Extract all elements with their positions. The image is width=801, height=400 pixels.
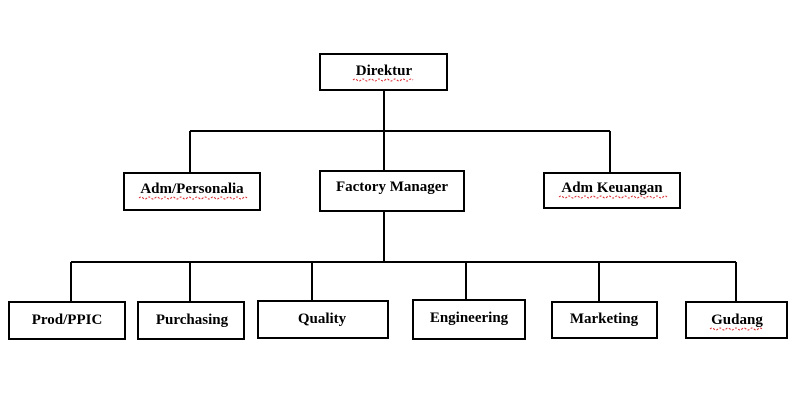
node-engineering: Engineering <box>412 299 526 340</box>
node-label: Purchasing <box>156 312 229 328</box>
node-direktur: Direktur <box>319 53 448 91</box>
spellcheck-underline <box>352 78 414 82</box>
node-label: Adm/Personalia <box>140 181 244 197</box>
node-label: Marketing <box>570 311 639 327</box>
spellcheck-underline <box>138 196 248 200</box>
node-adm-personalia: Adm/Personalia <box>123 172 261 211</box>
node-factory-manager: Factory Manager <box>319 170 465 212</box>
spellcheck-underline <box>558 195 668 199</box>
connector-lines <box>70 90 737 302</box>
node-quality: Quality <box>257 300 389 339</box>
node-label: Factory Manager <box>336 179 448 195</box>
node-purchasing: Purchasing <box>137 301 245 340</box>
spellcheck-underline <box>709 327 763 331</box>
node-label: Engineering <box>430 310 509 326</box>
node-marketing: Marketing <box>551 301 658 339</box>
node-label: Prod/PPIC <box>32 312 103 328</box>
node-prod-ppic: Prod/PPIC <box>8 301 126 340</box>
node-adm-keuangan: Adm Keuangan <box>543 172 681 209</box>
node-label: Quality <box>298 311 347 327</box>
node-label: Gudang <box>711 312 763 328</box>
node-label: Adm Keuangan <box>561 180 663 196</box>
node-label: Direktur <box>356 63 413 79</box>
node-gudang: Gudang <box>685 301 788 339</box>
